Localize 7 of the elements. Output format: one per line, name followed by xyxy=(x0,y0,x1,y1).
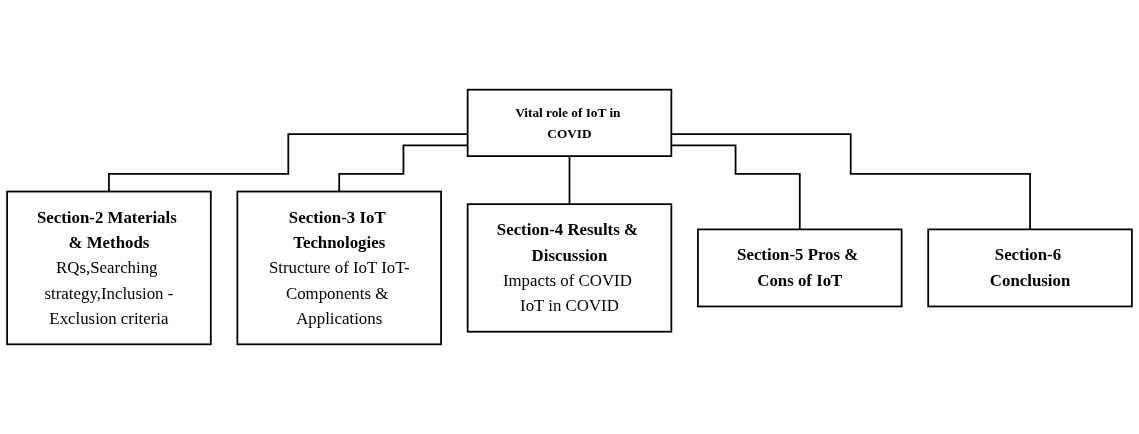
node-box: Section-5 Pros & Cons of IoT xyxy=(697,228,903,308)
connector xyxy=(568,155,571,206)
node-box: Section-4 Results & Discussion Impacts of COVID IoT in COVID xyxy=(466,203,673,333)
node-box: Vital role of IoT in COVID xyxy=(466,88,673,157)
node-box: Section-2 Materials & Methods RQs,Searching strategy,Inclusion -Exclusion criteria xyxy=(6,190,212,346)
node-box: Section-6 Conclusion xyxy=(927,228,1133,308)
node-box: Section-3 IoT Technologies Structure of IoT IoT-Components & Applications xyxy=(236,190,442,346)
